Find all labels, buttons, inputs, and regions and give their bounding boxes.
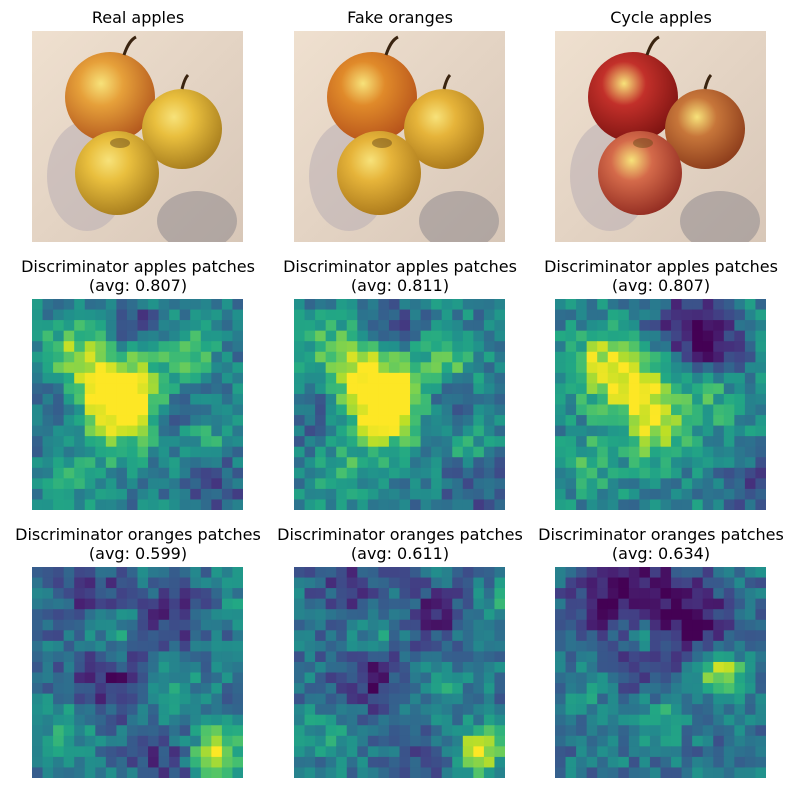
panel-avg: (avg: 0.807) — [611, 276, 711, 295]
panel-title: Real apples — [91, 8, 185, 27]
cycle-apples-image — [555, 31, 766, 242]
panel-title: Fake oranges — [347, 8, 453, 27]
panel-avg: (avg: 0.807) — [88, 276, 188, 295]
panel-avg: (avg: 0.634) — [611, 544, 711, 563]
heatmap-oranges-2 — [294, 567, 505, 778]
real-apples-image — [32, 31, 243, 242]
panel-avg: (avg: 0.811) — [350, 276, 450, 295]
panel-avg: (avg: 0.599) — [88, 544, 188, 563]
panel-avg: (avg: 0.611) — [350, 544, 450, 563]
panel-title: Discriminator oranges patches — [538, 525, 784, 544]
heatmap-apples-2 — [294, 299, 505, 510]
panel-title: Discriminator apples patches — [21, 257, 255, 276]
panel-title: Discriminator oranges patches — [277, 525, 523, 544]
heatmap-apples-1 — [32, 299, 243, 510]
heatmap-apples-3 — [555, 299, 766, 510]
panel-title: Discriminator apples patches — [283, 257, 517, 276]
panel-title: Discriminator apples patches — [544, 257, 778, 276]
panel-title: Discriminator oranges patches — [15, 525, 261, 544]
fake-oranges-image — [294, 31, 505, 242]
heatmap-oranges-1 — [32, 567, 243, 778]
panel-title: Cycle apples — [610, 8, 712, 27]
heatmap-oranges-3 — [555, 567, 766, 778]
